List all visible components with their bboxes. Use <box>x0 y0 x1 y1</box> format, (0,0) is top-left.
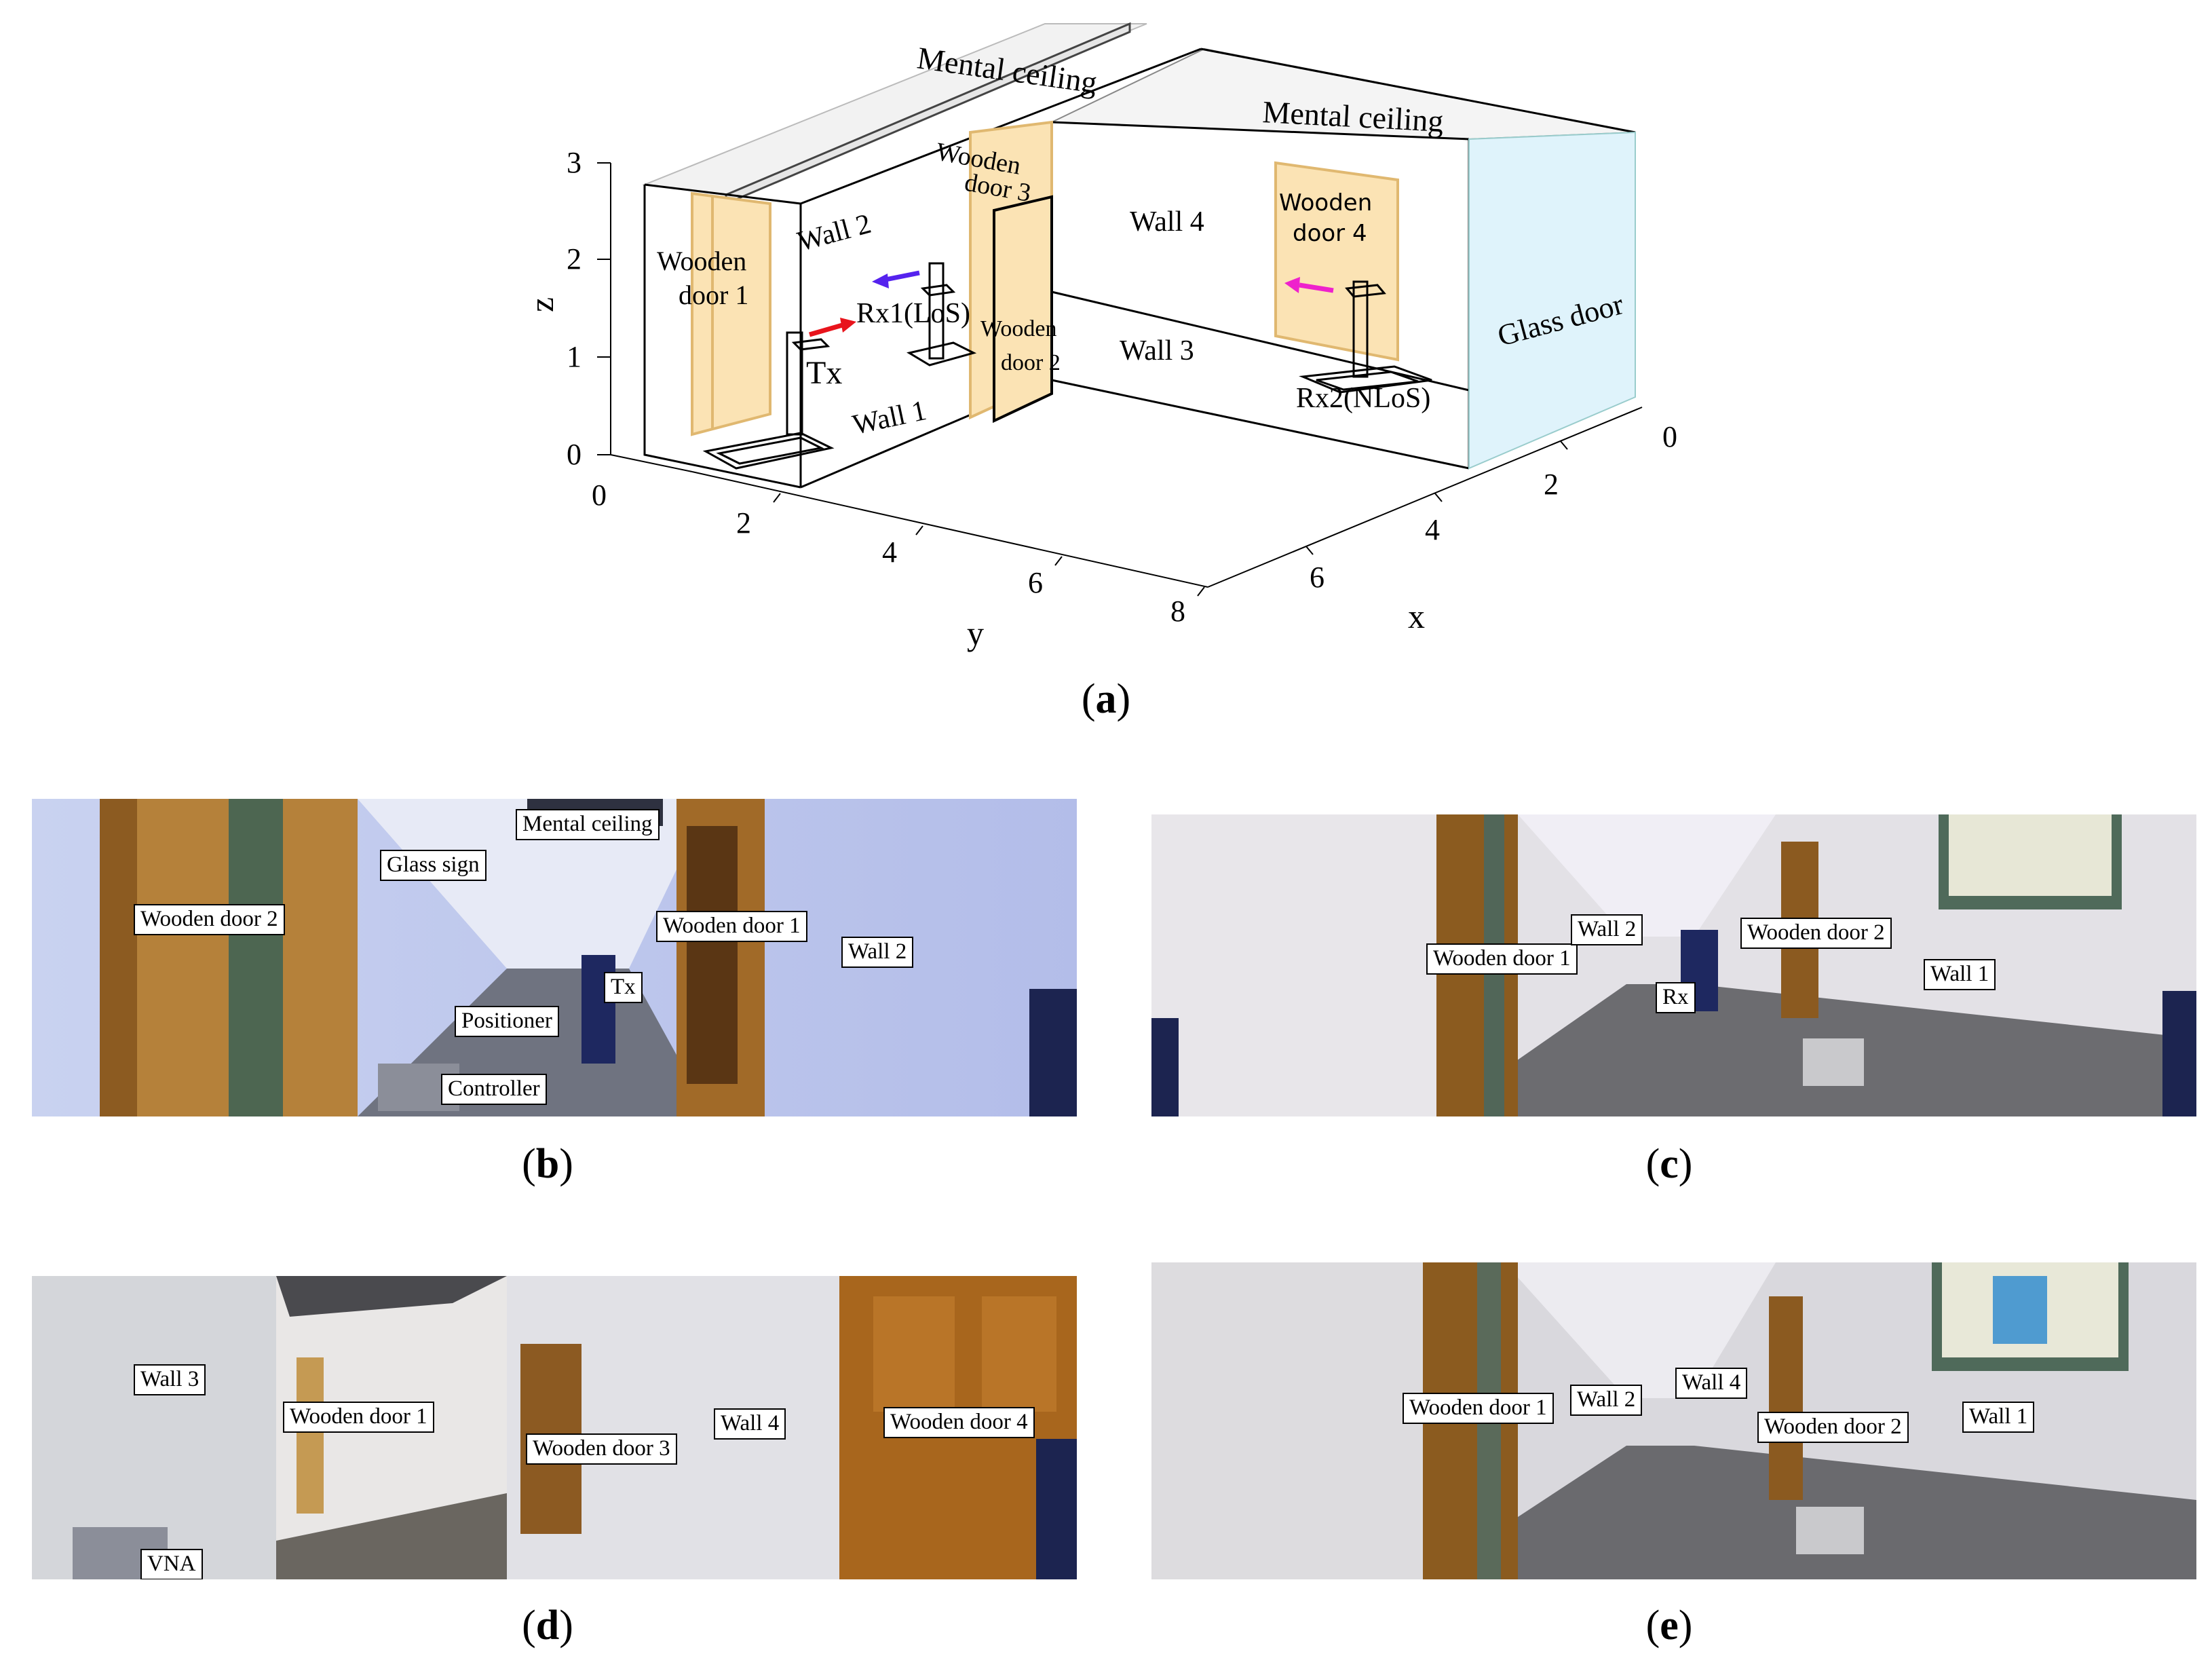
caption-c: (c) <box>1645 1141 1693 1187</box>
caption-b: (b) <box>522 1141 573 1187</box>
label-wooden-door-2: Wooden door 2 <box>134 904 285 935</box>
tx-stand <box>702 331 835 470</box>
door-4-label-l1: Wooden <box>1279 189 1372 217</box>
label-controller: Controller <box>441 1074 547 1105</box>
x-tick-0: 0 <box>1662 420 1677 453</box>
caption-a: (a) <box>1081 676 1131 722</box>
y-tick-4: 4 <box>882 536 897 569</box>
caption-d: (d) <box>522 1602 573 1649</box>
y-tick-0: 0 <box>592 478 607 512</box>
x-tick-2: 2 <box>1544 468 1559 501</box>
photo-e-scene <box>1151 1262 2196 1579</box>
z-tick-1: 1 <box>567 340 581 373</box>
label-ceiling: Mental ceiling <box>516 809 660 840</box>
door-2-label-l1: Wooden <box>980 316 1056 341</box>
wall-2-label: Wall 2 <box>795 208 875 258</box>
label-wooden-door-1: Wooden door 1 <box>656 911 807 942</box>
label-glass-sign: Glass sign <box>380 850 487 881</box>
rx1-stand <box>907 262 977 367</box>
label-tx: Tx <box>604 972 643 1003</box>
label-wall-2: Wall 2 <box>1571 914 1643 945</box>
glass-door-surface <box>1468 131 1636 470</box>
label-wall-1: Wall 1 <box>1962 1402 2035 1433</box>
axes-ticks <box>597 162 1568 597</box>
wall-1-label: Wall 1 <box>850 395 930 441</box>
y-tick-6: 6 <box>1028 566 1043 599</box>
tx-label: Tx <box>806 355 842 391</box>
wall-3-label: Wall 3 <box>1120 335 1194 367</box>
label-positioner: Positioner <box>455 1006 559 1037</box>
wall-4-label: Wall 4 <box>1130 206 1204 238</box>
door-1-label-l1: Wooden <box>657 246 746 276</box>
z-tick-3: 3 <box>567 146 581 179</box>
label-wooden-door-3: Wooden door 3 <box>526 1433 677 1465</box>
rx2-label: Rx2(NLoS) <box>1296 383 1430 414</box>
axes-lines <box>610 163 1643 588</box>
photo-c: Wooden door 1 Wall 2 Wooden door 2 Wall … <box>1151 814 2196 1116</box>
door-1-label-l2: door 1 <box>679 280 748 310</box>
caption-e: (e) <box>1645 1602 1693 1649</box>
photo-c-scene <box>1151 814 2196 1116</box>
door-4-label-l2: door 4 <box>1293 220 1367 247</box>
label-wooden-door-2: Wooden door 2 <box>1757 1412 1909 1443</box>
rx1-label: Rx1(LoS) <box>856 298 970 329</box>
x-axis-label: x <box>1408 597 1425 635</box>
rx1-arrow <box>885 270 920 282</box>
photo-b: Mental ceiling Glass sign Wooden door 2 … <box>32 799 1077 1116</box>
wooden-door-2-shape <box>993 195 1053 424</box>
photo-b-scene <box>32 799 1077 1116</box>
label-wall-2: Wall 2 <box>1570 1385 1643 1416</box>
label-wall-2: Wall 2 <box>841 937 914 968</box>
z-tick-2: 2 <box>567 242 581 276</box>
rx2-arrow <box>1299 282 1334 293</box>
room-3d-diagram: 0 1 2 3 0 2 4 6 8 0 2 4 6 z y x Mental c… <box>522 22 1677 652</box>
wooden-door-1-shape <box>691 191 771 436</box>
y-tick-8: 8 <box>1170 595 1185 628</box>
label-wall-3: Wall 3 <box>134 1364 206 1395</box>
label-wooden-door-1: Wooden door 1 <box>1426 943 1578 975</box>
label-wooden-door-1: Wooden door 1 <box>1403 1393 1554 1424</box>
photo-d-scene <box>32 1276 1077 1579</box>
tx-arrow <box>809 322 845 337</box>
photo-d: Wall 3 Wooden door 1 Wooden door 3 Wall … <box>32 1276 1077 1579</box>
y-axis-label: y <box>967 614 984 652</box>
x-tick-6: 6 <box>1310 561 1324 594</box>
z-tick-0: 0 <box>567 438 581 471</box>
label-wall-1: Wall 1 <box>1924 959 1996 990</box>
door-2-label-l2: door 2 <box>1001 350 1061 375</box>
y-tick-2: 2 <box>736 506 751 540</box>
label-rx: Rx <box>1656 982 1696 1013</box>
x-tick-4: 4 <box>1425 513 1440 546</box>
z-axis-label: z <box>522 297 560 312</box>
label-wooden-door-1: Wooden door 1 <box>283 1402 434 1433</box>
photo-e: Wooden door 1 Wall 2 Wall 4 Wooden door … <box>1151 1262 2196 1579</box>
label-wooden-door-4: Wooden door 4 <box>883 1407 1035 1438</box>
label-wall-4: Wall 4 <box>1675 1368 1748 1399</box>
rx2-stand <box>1299 280 1432 394</box>
label-wall-4: Wall 4 <box>714 1408 786 1440</box>
label-wooden-door-2: Wooden door 2 <box>1740 918 1892 949</box>
label-vna: VNA <box>140 1549 203 1579</box>
